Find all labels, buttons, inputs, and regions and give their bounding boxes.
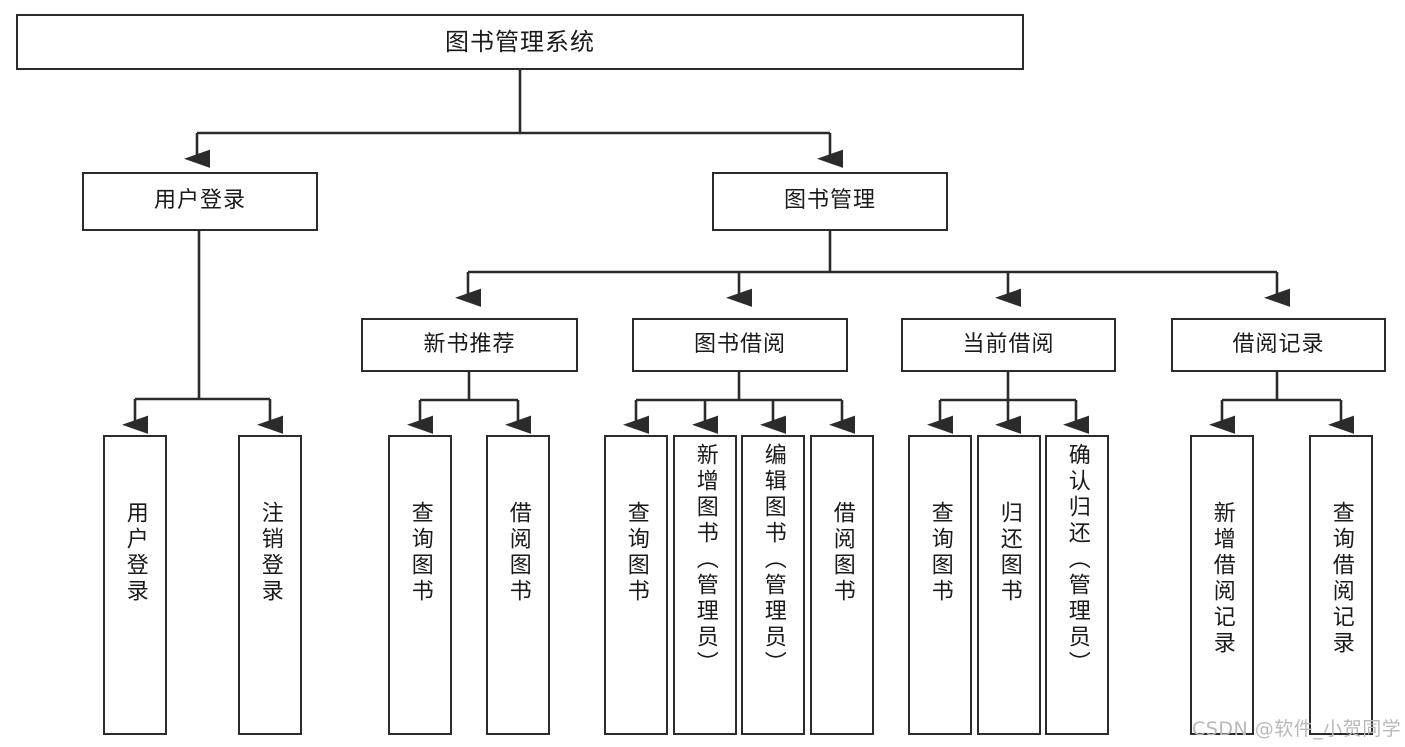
- node-leaf-query-book-current[interactable]: 查询图书: [908, 435, 972, 735]
- node-leaf-return-book[interactable]: 归还图书: [977, 435, 1041, 735]
- node-user-login-label: 用户登录: [153, 188, 246, 214]
- node-new-book-recommend[interactable]: 新书推荐: [361, 318, 578, 372]
- node-root-label: 图书管理系统: [445, 27, 595, 56]
- node-leaf-query-borrow-record[interactable]: 查询借阅记录: [1309, 435, 1373, 735]
- node-leaf-logout[interactable]: 注销登录: [238, 435, 302, 735]
- node-current-borrow[interactable]: 当前借阅: [901, 318, 1116, 372]
- node-leaf-user-login-label: 用户登录: [122, 501, 148, 605]
- node-user-login[interactable]: 用户登录: [82, 172, 318, 231]
- node-leaf-return-book-label: 归还图书: [996, 501, 1022, 605]
- node-leaf-query-book-current-label: 查询图书: [927, 501, 953, 605]
- node-leaf-borrow-book-rec-label: 借阅图书: [505, 501, 531, 605]
- node-leaf-add-book-admin[interactable]: 新增图书（管理员）: [673, 435, 737, 735]
- node-leaf-add-borrow-record[interactable]: 新增借阅记录: [1190, 435, 1254, 735]
- node-leaf-borrow-book[interactable]: 借阅图书: [810, 435, 874, 735]
- node-borrow-record[interactable]: 借阅记录: [1171, 318, 1386, 372]
- node-leaf-query-book[interactable]: 查询图书: [604, 435, 668, 735]
- node-book-borrow[interactable]: 图书借阅: [632, 318, 848, 372]
- node-leaf-user-login[interactable]: 用户登录: [103, 435, 167, 735]
- node-leaf-query-borrow-record-label: 查询借阅记录: [1328, 501, 1354, 657]
- node-leaf-logout-label: 注销登录: [257, 501, 283, 605]
- node-book-management-label: 图书管理: [783, 188, 876, 214]
- node-leaf-borrow-book-label: 借阅图书: [829, 501, 855, 605]
- node-leaf-query-book-label: 查询图书: [623, 501, 649, 605]
- node-borrow-record-label: 借阅记录: [1232, 331, 1325, 357]
- node-leaf-add-book-admin-label: 新增图书（管理员）: [692, 443, 718, 677]
- node-leaf-edit-book-admin-label: 编辑图书（管理员）: [760, 443, 786, 677]
- node-book-borrow-label: 图书借阅: [693, 331, 786, 357]
- node-leaf-add-borrow-record-label: 新增借阅记录: [1209, 501, 1235, 657]
- node-leaf-confirm-return-admin-label: 确认归还（管理员）: [1064, 443, 1090, 677]
- node-root-system[interactable]: 图书管理系统: [16, 14, 1024, 70]
- node-leaf-borrow-book-rec[interactable]: 借阅图书: [486, 435, 550, 735]
- node-book-management[interactable]: 图书管理: [712, 172, 948, 231]
- node-current-borrow-label: 当前借阅: [962, 331, 1055, 357]
- node-leaf-edit-book-admin[interactable]: 编辑图书（管理员）: [741, 435, 805, 735]
- node-leaf-confirm-return-admin[interactable]: 确认归还（管理员）: [1045, 435, 1109, 735]
- node-leaf-query-book-rec[interactable]: 查询图书: [388, 435, 452, 735]
- node-new-book-recommend-label: 新书推荐: [423, 331, 516, 357]
- node-leaf-query-book-rec-label: 查询图书: [407, 501, 433, 605]
